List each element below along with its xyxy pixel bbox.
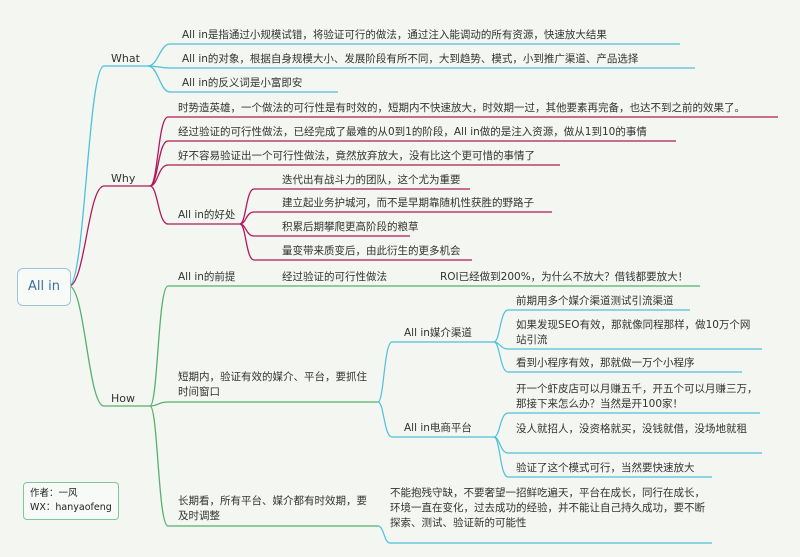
what-item-3[interactable]: All in的反义词是小富即安 bbox=[182, 77, 303, 89]
branch-how-label[interactable]: How bbox=[111, 392, 135, 405]
why-benefits-label[interactable]: All in的好处 bbox=[178, 209, 236, 221]
connector-how bbox=[68, 285, 150, 407]
how-long-term-note[interactable]: 不能抱残守缺，不要奢望一招鲜吃遍天，平台在成长，同行在成长，环境一直在变化，过去… bbox=[390, 487, 705, 529]
author-name: 作者：一风 bbox=[30, 488, 78, 499]
connector-what-3 bbox=[147, 65, 338, 93]
media-item-3[interactable]: 看到小程序有效，那就做一万个小程序 bbox=[516, 357, 695, 369]
connector-what-1 bbox=[147, 43, 680, 67]
why-item-1[interactable]: 时势造英雄，一个做法的可行性是有时效的，短期内不快速放大，时效期一过，其他要素再… bbox=[178, 102, 745, 114]
media-channel-label[interactable]: All in媒介渠道 bbox=[404, 327, 472, 339]
connector-ecom bbox=[377, 401, 494, 438]
ecommerce-platform-label[interactable]: All in电商平台 bbox=[404, 422, 472, 434]
connector-what bbox=[68, 65, 148, 287]
how-premise-condition[interactable]: 经过验证的可行性做法 bbox=[282, 271, 387, 283]
connector-benefit-1 bbox=[239, 188, 470, 225]
ecommerce-item-3[interactable]: 验证了这个模式可行，当然要快速放大 bbox=[516, 462, 695, 474]
connector-ecom-1 bbox=[493, 412, 760, 438]
connector-why-4 bbox=[149, 185, 240, 225]
connector-how-long bbox=[149, 405, 378, 527]
connector-benefit-4 bbox=[239, 223, 472, 261]
what-item-1[interactable]: All in是指通过小规模试错，将验证可行的做法，通过注入能调动的所有资源，快速… bbox=[182, 29, 607, 41]
why-item-2[interactable]: 经过验证的可行性做法，已经完成了最难的从0到1的阶段，All in做的是注入资源… bbox=[178, 126, 647, 138]
benefit-item-3[interactable]: 积累后期攀爬更高阶段的粮草 bbox=[282, 221, 419, 233]
author-box: 作者：一风 WX：hanyaofeng bbox=[23, 482, 119, 520]
what-item-2[interactable]: All in的对象，根据自身规模大小、发展阶段有所不同，大到趋势、模式，小到推广… bbox=[182, 53, 639, 65]
why-item-3[interactable]: 好不容易验证出一个可行性做法，竟然放弃放大，没有比这个更可惜的事情了 bbox=[178, 150, 535, 162]
benefit-item-2[interactable]: 建立起业务护城河，而不是早期靠随机性获胜的野路子 bbox=[282, 197, 534, 209]
connector-ecom-3 bbox=[493, 436, 712, 478]
connector-how-premise bbox=[149, 285, 700, 407]
root-node[interactable]: All in bbox=[17, 268, 71, 306]
connector-how-short bbox=[149, 401, 378, 407]
how-short-term-label[interactable]: 短期内，验证有效的媒介、平台，要抓住时间窗口 bbox=[178, 371, 367, 398]
connector-why bbox=[68, 185, 150, 287]
connector-media bbox=[377, 341, 494, 403]
ecommerce-item-1[interactable]: 开一个虾皮店可以月赚五千，开五个可以月赚三万，那接下来怎么办？当然是开100家！ bbox=[516, 383, 758, 410]
connector-why-3 bbox=[149, 164, 560, 187]
benefit-item-4[interactable]: 量变带来质变后，由此衍生的更多机会 bbox=[282, 245, 461, 257]
author-wechat: WX：hanyaofeng bbox=[30, 502, 112, 513]
connector-long-note bbox=[377, 525, 712, 544]
branch-why-label[interactable]: Why bbox=[111, 172, 136, 185]
ecommerce-item-2[interactable]: 没人就招人，没资格就买，没钱就借，没场地就租 bbox=[516, 423, 747, 435]
connector-ecom-2 bbox=[493, 436, 762, 454]
how-long-term-label[interactable]: 长期看，所有平台、媒介都有时效期，要及时调整 bbox=[178, 495, 367, 522]
how-premise-label[interactable]: All in的前提 bbox=[178, 271, 236, 283]
connector-media-1 bbox=[493, 309, 690, 343]
branch-what-label[interactable]: What bbox=[111, 52, 140, 65]
how-premise-note[interactable]: ROI已经做到200%，为什么不放大？借钱都要放大！ bbox=[440, 271, 689, 283]
connector-benefit-2 bbox=[239, 211, 552, 225]
connector-why-2 bbox=[149, 140, 676, 187]
media-item-2[interactable]: 如果发现SEO有效，那就像同程那样，做10万个网站引流 bbox=[516, 319, 751, 346]
connector-media-3 bbox=[493, 341, 742, 373]
media-item-1[interactable]: 前期用多个媒介渠道测试引流渠道 bbox=[516, 295, 674, 307]
benefit-item-1[interactable]: 迭代出有战斗力的团队，这个尤为重要 bbox=[282, 174, 461, 186]
